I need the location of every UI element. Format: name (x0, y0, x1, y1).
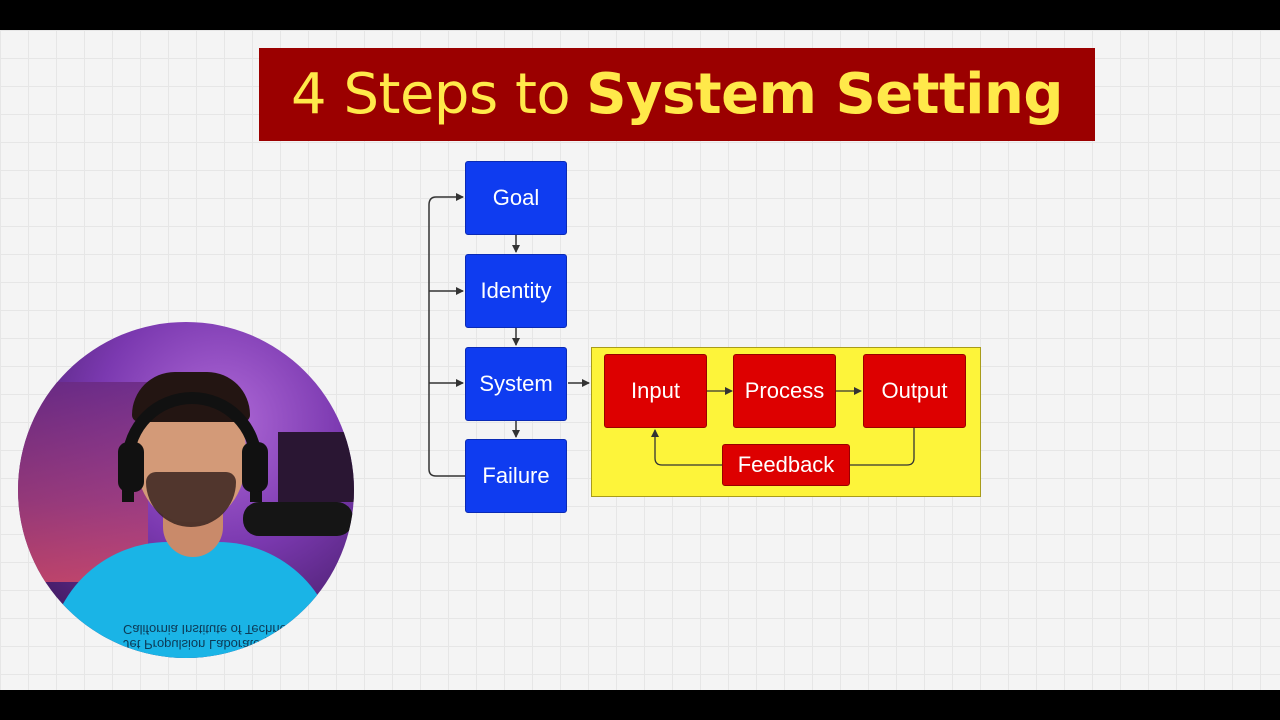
step-goal: Goal (465, 161, 567, 235)
system-loop-panel: Input Process Output Feedback (591, 347, 981, 497)
loop-output: Output (863, 354, 966, 428)
microphone-icon (243, 502, 353, 536)
step-system: System (465, 347, 567, 421)
presenter-webcam: Jet Propulsion Laboratory California Ins… (18, 322, 354, 658)
left-bracket (428, 193, 465, 477)
step-failure: Failure (465, 439, 567, 513)
loop-input: Input (604, 354, 707, 428)
loop-feedback: Feedback (722, 444, 850, 486)
shirt-logo-text: Jet Propulsion Laboratory California Ins… (123, 622, 311, 652)
step-identity: Identity (465, 254, 567, 328)
loop-process: Process (733, 354, 836, 428)
loop-connectors (651, 387, 915, 466)
title-regular: 4 Steps to (291, 62, 571, 127)
whiteboard-canvas: 4 Steps to System Setting Goal Identity … (0, 30, 1280, 690)
title-banner: 4 Steps to System Setting (259, 48, 1095, 141)
title-bold: System Setting (586, 62, 1063, 127)
